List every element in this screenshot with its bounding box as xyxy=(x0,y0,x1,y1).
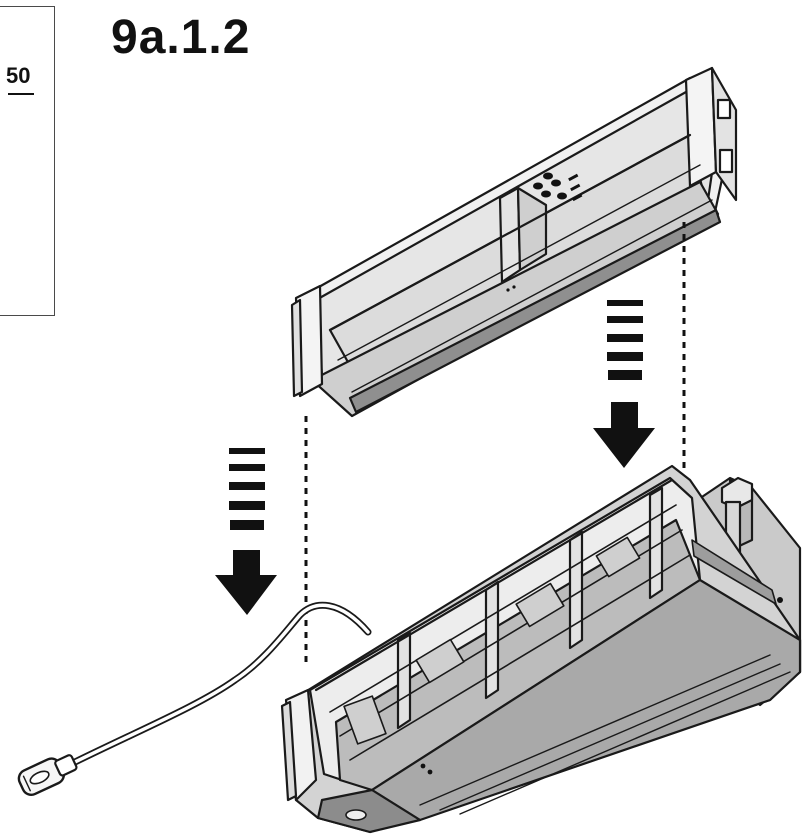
alignment-guides xyxy=(304,222,686,665)
panel-number: 50 xyxy=(6,63,31,88)
side-panel: 50 xyxy=(0,6,55,316)
down-arrow-icon xyxy=(215,448,277,615)
step-title: 9a.1.2 xyxy=(111,11,251,64)
cable-plug-icon xyxy=(17,601,372,797)
lower-housing xyxy=(280,464,802,834)
upper-tray xyxy=(290,66,738,418)
panel-number-underline xyxy=(8,93,34,95)
down-arrow-icon xyxy=(593,300,655,468)
